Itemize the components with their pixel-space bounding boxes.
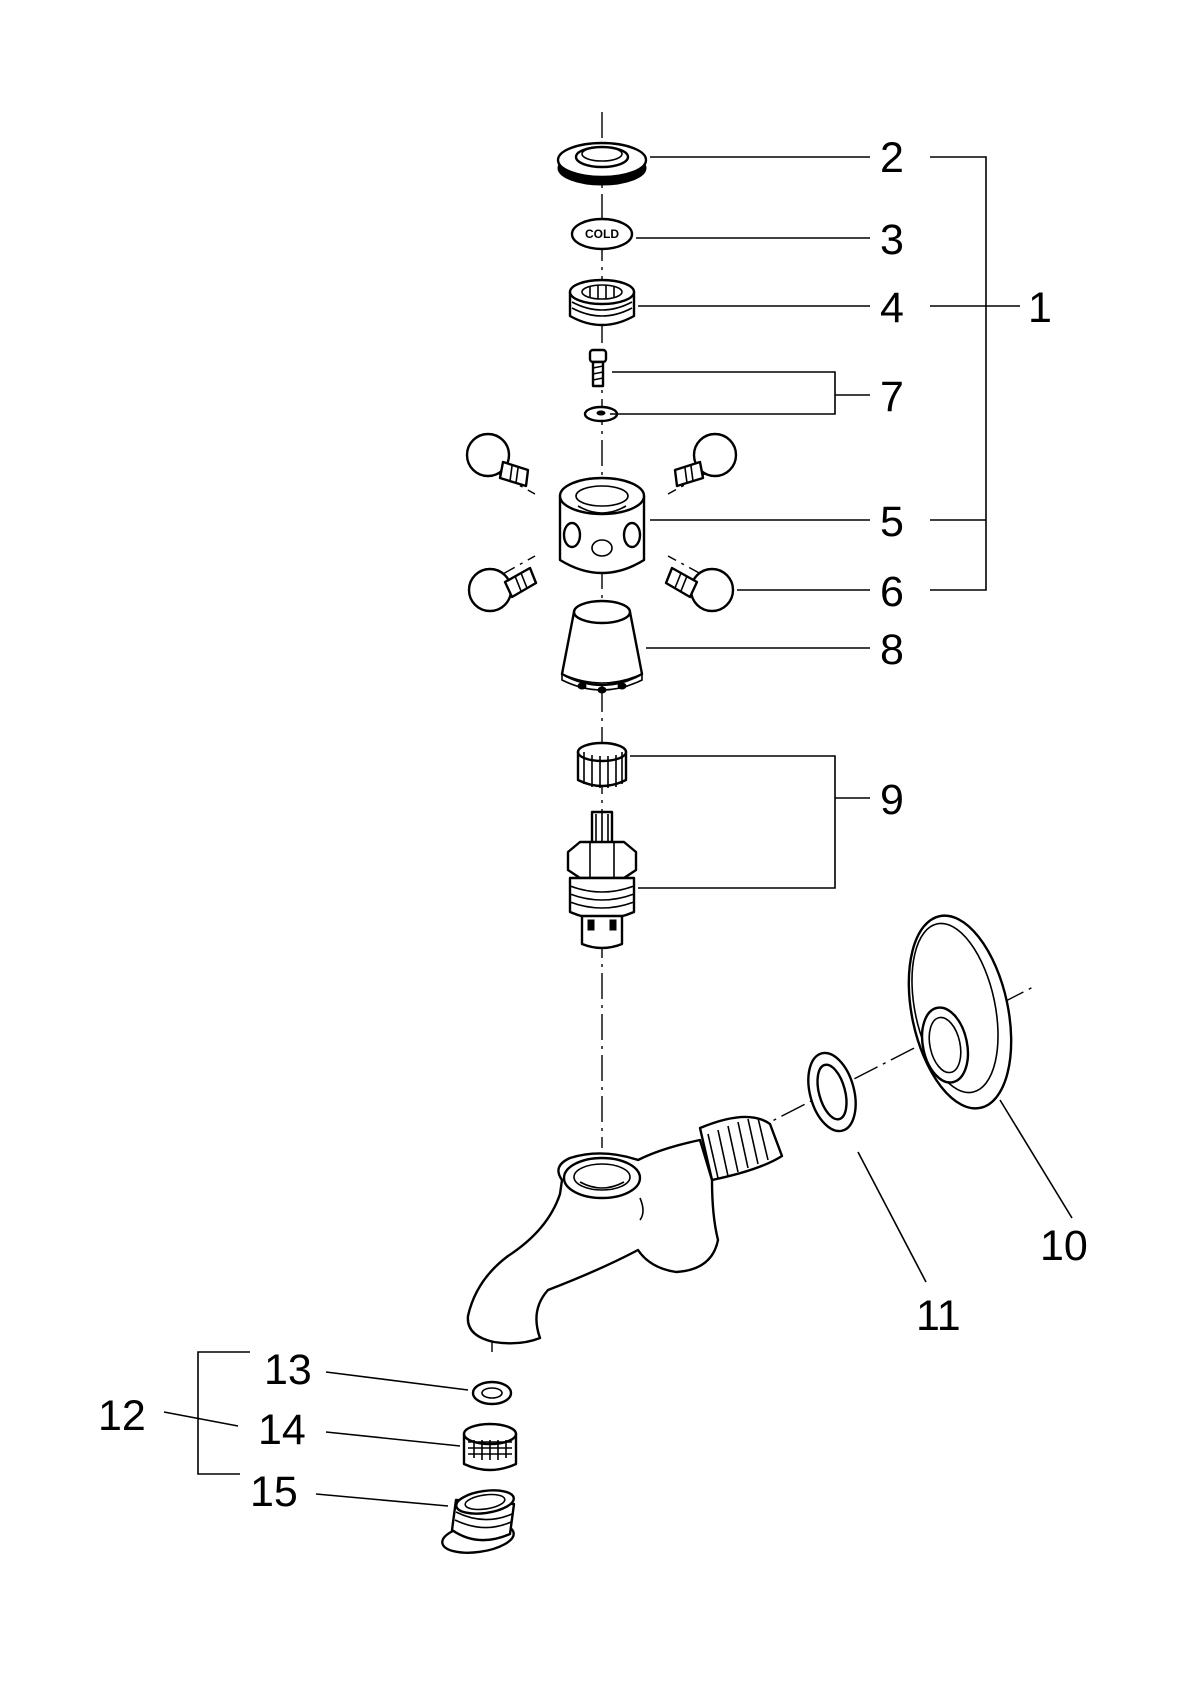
part-9-valve-cartridge bbox=[566, 810, 638, 950]
callout-3: 3 bbox=[880, 216, 904, 264]
part-14-aerator-insert bbox=[462, 1422, 518, 1472]
callout-7: 7 bbox=[880, 373, 904, 421]
callout-6: 6 bbox=[880, 568, 904, 616]
part-15-aerator-housing bbox=[441, 1489, 516, 1554]
part-3-indicator-cap: COLD bbox=[570, 217, 634, 251]
part-10-wall-flange bbox=[907, 914, 1013, 1110]
callout-8: 8 bbox=[880, 626, 904, 674]
callout-12: 12 bbox=[98, 1392, 146, 1440]
part-9-spline-adapter bbox=[576, 741, 628, 788]
part-5-handle-hub bbox=[558, 476, 646, 575]
part-11-washer bbox=[807, 1051, 857, 1133]
callout-11: 11 bbox=[916, 1292, 961, 1340]
callout-1: 1 bbox=[1028, 284, 1052, 332]
callout-13: 13 bbox=[264, 1346, 312, 1394]
knob-ball-bottom-left bbox=[467, 566, 538, 613]
part-2-ring bbox=[556, 141, 648, 186]
callout-14: 14 bbox=[258, 1406, 306, 1454]
callout-2: 2 bbox=[880, 134, 904, 182]
callout-4: 4 bbox=[880, 284, 904, 332]
part-4-threaded-nut bbox=[568, 278, 636, 327]
knob-ball-top-left bbox=[465, 432, 530, 488]
part-13-washer bbox=[471, 1380, 513, 1406]
callout-9: 9 bbox=[880, 776, 904, 824]
part-6-knob-balls bbox=[465, 432, 738, 613]
tap-spout-body bbox=[466, 1115, 784, 1345]
knob-ball-bottom-right bbox=[664, 566, 735, 613]
knob-ball-top-right bbox=[673, 432, 738, 488]
part-8-shroud bbox=[560, 599, 644, 694]
callout-5: 5 bbox=[880, 498, 904, 546]
leader-lines bbox=[163, 156, 1073, 1507]
callout-numbers: 2 3 4 1 7 5 6 8 9 10 11 12 13 14 15 bbox=[98, 134, 1088, 1516]
part-7-screw-and-washer bbox=[583, 348, 619, 423]
callout-10: 10 bbox=[1040, 1222, 1088, 1270]
cold-label: COLD bbox=[585, 227, 619, 241]
callout-15: 15 bbox=[250, 1468, 298, 1516]
